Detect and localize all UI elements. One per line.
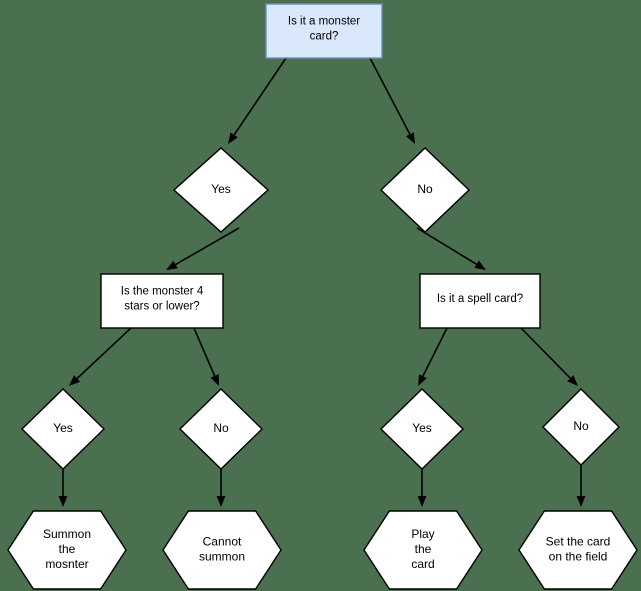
node-label: Yes (211, 182, 231, 196)
node-stars-yes[interactable]: Yes (20, 388, 106, 470)
diamond-shape (20, 388, 106, 470)
edge-spell-yes-to-play (417, 469, 427, 507)
edge-spell-q-to-spell-yes (418, 327, 448, 386)
edge-line (193, 327, 216, 377)
edge-line (422, 327, 448, 377)
node-label-line: the (415, 542, 432, 556)
node-spell-no[interactable]: No (542, 388, 620, 466)
node-label: No (213, 421, 229, 435)
node-label-line: summon (199, 550, 245, 564)
node-monster-yes[interactable]: Yes (172, 147, 270, 233)
edge-monster-no-to-spell-q (416, 227, 486, 270)
node-label-line: No (417, 182, 433, 196)
arrowhead-icon (166, 260, 178, 270)
edge-spell-q-to-spell-no (520, 327, 578, 386)
node-label: No (417, 182, 433, 196)
diamond-shape (379, 147, 471, 233)
arrowhead-icon (58, 496, 68, 507)
node-label-line: the (59, 542, 76, 556)
arrowhead-icon (216, 496, 226, 507)
edge-line (76, 327, 132, 380)
arrowhead-icon (567, 375, 578, 386)
edge-line (175, 227, 240, 266)
node-monster-no[interactable]: No (379, 147, 471, 233)
node-label-line: Set the card (546, 535, 611, 549)
node-label-line: Is it a monster (288, 16, 360, 28)
arrowhead-icon (228, 132, 238, 144)
node-label-line: stars or lower? (124, 301, 199, 313)
rectangle-shape (419, 273, 541, 329)
node-stars-q[interactable]: Is the monster 4 stars or lower? (100, 273, 224, 329)
edge-stars-q-to-stars-yes (69, 327, 132, 386)
arrowhead-icon (210, 374, 219, 386)
arrowhead-icon (69, 375, 81, 386)
node-label-line: Is it a spell card? (437, 293, 523, 305)
node-label: Yes (412, 421, 432, 435)
node-label-line: card? (310, 31, 339, 43)
node-label: No (573, 419, 589, 433)
edge-line (233, 57, 287, 136)
arrowhead-icon (406, 132, 415, 144)
arrowhead-icon (474, 260, 486, 270)
edge-spell-no-to-set (576, 465, 586, 507)
rectangle-shape (100, 273, 224, 329)
node-label: Is it a monster card? (288, 16, 360, 43)
arrowhead-icon (576, 496, 586, 507)
edge-stars-yes-to-summon (58, 469, 68, 507)
node-label-line: mosnter (45, 557, 88, 571)
hexagon-shape (363, 510, 483, 590)
node-label-line: Yes (53, 421, 73, 435)
edge-line (520, 327, 571, 379)
edges-layer (58, 57, 586, 507)
node-label-line: No (573, 419, 589, 433)
hexagon-shape (162, 510, 282, 590)
node-label-line: Summon (43, 527, 91, 541)
edge-line (369, 57, 411, 135)
edge-start-to-monster-no (369, 57, 415, 144)
edge-monster-yes-to-stars-q (166, 227, 240, 270)
edge-start-to-monster-yes (228, 57, 287, 144)
node-spell-q[interactable]: Is it a spell card? (419, 273, 541, 329)
diamond-shape (178, 388, 264, 470)
edge-line (416, 227, 478, 265)
node-spell-yes[interactable]: Yes (379, 388, 465, 470)
node-label-line: Yes (412, 421, 432, 435)
diamond-shape (379, 388, 465, 470)
node-label-line: card (411, 557, 434, 571)
node-label-line: Play (411, 527, 434, 541)
node-label-line: Is the monster 4 (121, 286, 204, 298)
edge-stars-q-to-stars-no (193, 327, 219, 386)
hexagon-shape (518, 510, 638, 590)
node-label: Yes (53, 421, 73, 435)
arrowhead-icon (417, 496, 427, 507)
diamond-shape (172, 147, 270, 233)
node-label-line: No (213, 421, 229, 435)
node-label: Is it a spell card? (437, 293, 523, 305)
arrowhead-icon (418, 374, 427, 386)
node-label: Is the monster 4 stars or lower? (121, 286, 204, 313)
diamond-shape (542, 388, 620, 466)
rectangle-shape (265, 3, 383, 59)
node-label-line: on the field (549, 550, 608, 564)
edge-stars-no-to-cannot (216, 469, 226, 507)
node-stars-no[interactable]: No (178, 388, 264, 470)
node-start[interactable]: Is it a monster card? (265, 3, 383, 59)
node-label-line: Cannot (203, 535, 242, 549)
hexagon-shape (7, 510, 127, 590)
node-label-line: Yes (211, 182, 231, 196)
